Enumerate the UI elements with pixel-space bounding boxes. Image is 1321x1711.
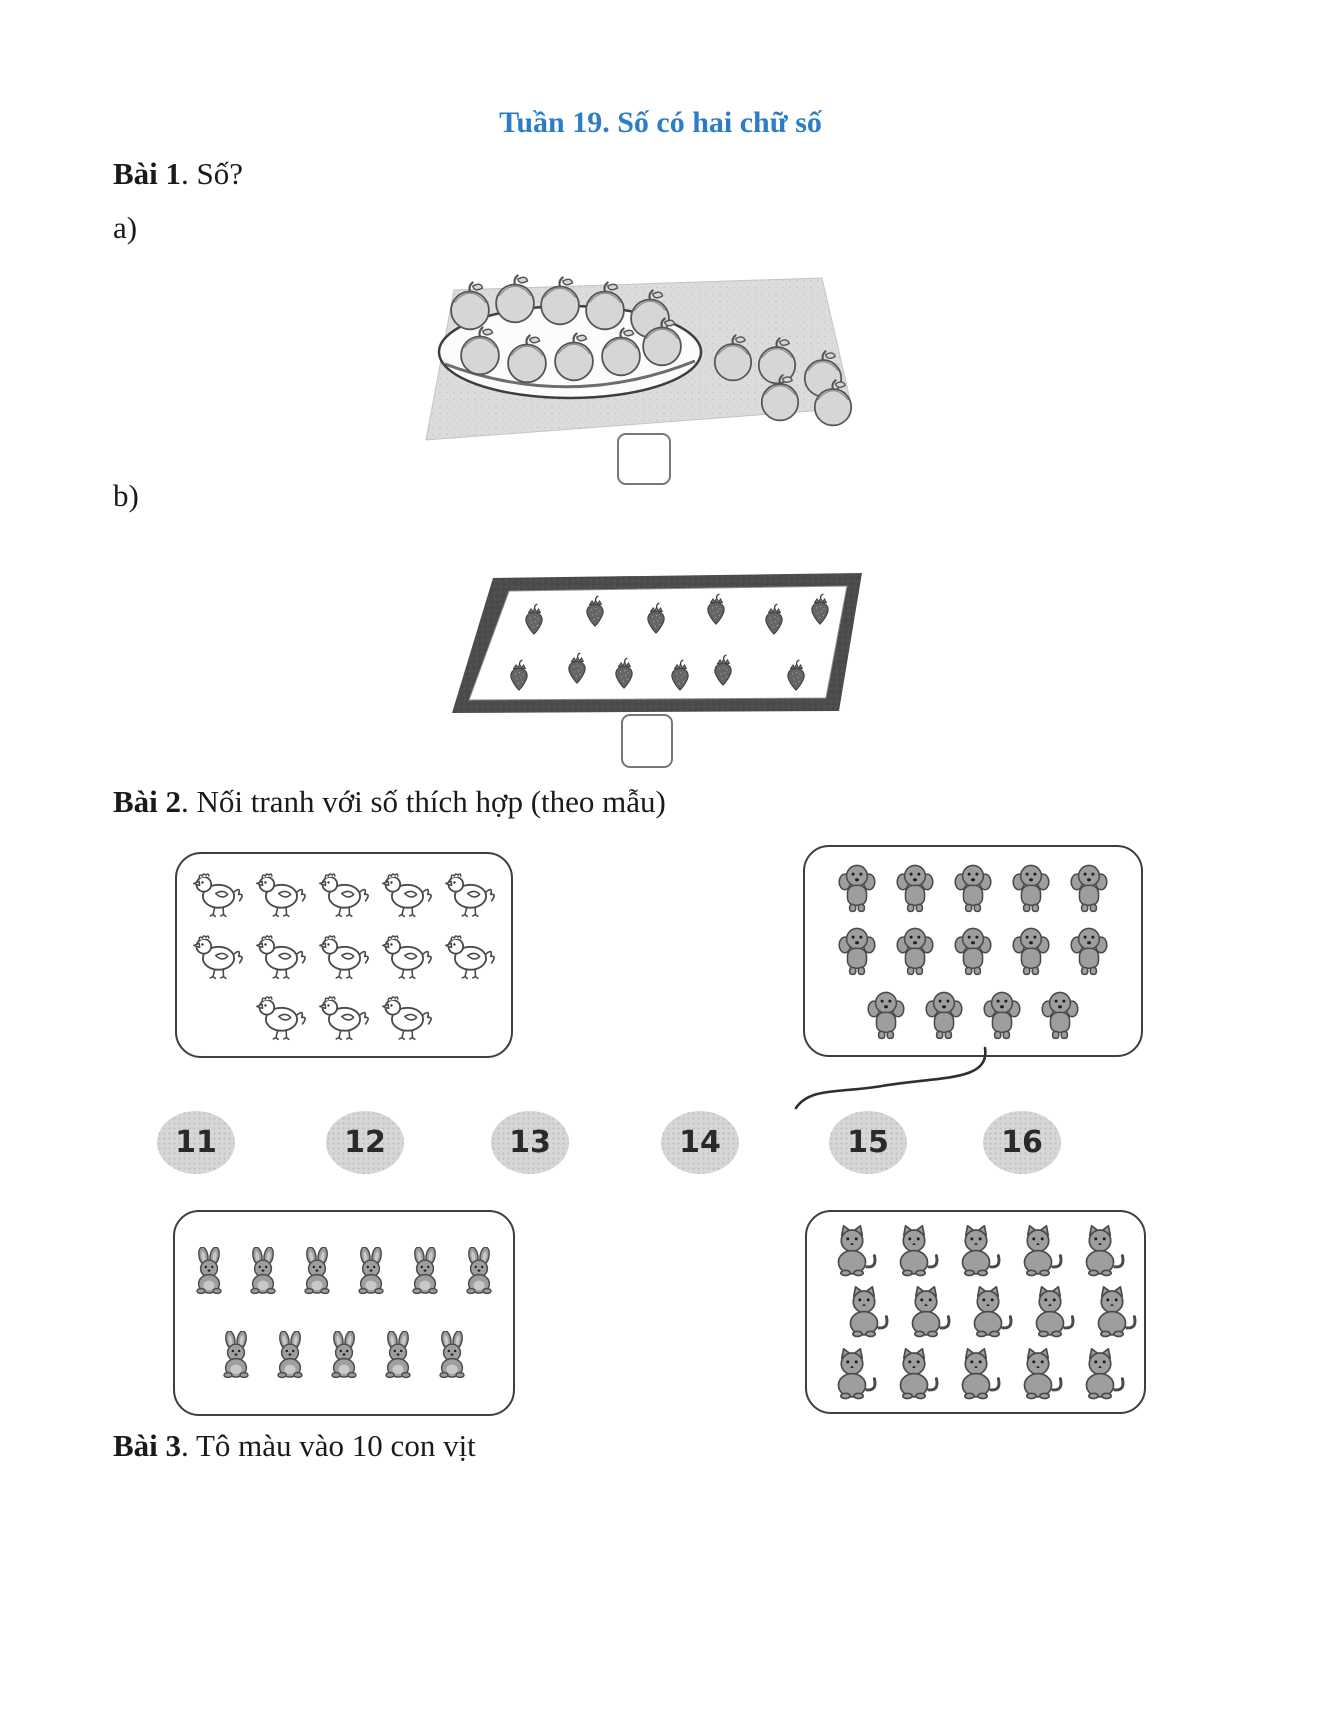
dog-icon [1005,859,1057,917]
exercise3-label: Bài 3 [113,1428,182,1463]
cat-icon [1072,1222,1128,1280]
exercise3-heading: Bài 3. Tô màu vào 10 con vịt [113,1428,476,1464]
rabbit-icon [428,1324,476,1386]
exercise1-label: Bài 1 [113,156,182,191]
number-oval-13[interactable]: 13 [491,1111,569,1174]
cat-icon [948,1345,1004,1403]
cat-icon [960,1283,1016,1341]
chicken-icon [253,866,310,921]
dog-icon [860,986,912,1044]
part-a-label: a) [113,210,138,245]
cat-icon [886,1222,942,1280]
cat-icon [1010,1222,1066,1280]
chicken-icon [316,989,373,1044]
chicken-icon [379,928,436,983]
rabbit-icon [212,1324,260,1386]
cat-icon [836,1283,892,1341]
chicken-icon [442,866,499,921]
picture-box-cats[interactable] [805,1210,1146,1414]
dog-icon [1005,922,1057,980]
dog-icon [889,922,941,980]
dog-icon [889,859,941,917]
strawberries-figure [452,573,862,713]
answer-box-a[interactable] [617,433,671,485]
rabbit-icon [347,1240,395,1302]
number-oval-14[interactable]: 14 [661,1111,739,1174]
cat-icon [1010,1345,1066,1403]
number-oval-15[interactable]: 15 [829,1111,907,1174]
dog-icon [976,986,1028,1044]
animal-row [185,1240,503,1302]
cat-icon [898,1283,954,1341]
rabbit-icon [239,1240,287,1302]
animal-row [253,989,436,1044]
chicken-icon [316,928,373,983]
animal-row [860,986,1086,1044]
dog-icon [1063,922,1115,980]
apples-figure [425,274,853,441]
animal-row [824,1222,1128,1280]
cat-icon [824,1222,880,1280]
animal-row [190,928,499,983]
animal-row [212,1324,476,1386]
dog-icon [831,859,883,917]
apple-icon [540,276,580,326]
rabbit-icon [320,1324,368,1386]
number-oval-12[interactable]: 12 [326,1111,404,1174]
rabbit-icon [185,1240,233,1302]
cat-icon [1072,1345,1128,1403]
chicken-icon [442,928,499,983]
animal-row [831,922,1115,980]
dog-icon [1063,859,1115,917]
animal-row [836,1283,1140,1341]
part-b-label: b) [113,478,139,513]
picture-box-rabbits[interactable] [173,1210,515,1416]
apple-icon [495,274,535,324]
chicken-icon [190,866,247,921]
picture-box-dogs[interactable] [803,845,1143,1057]
chicken-icon [316,866,373,921]
exercise3-prompt: . Tô màu vào 10 con vịt [181,1428,476,1463]
animal-row [190,866,499,921]
number-oval-16[interactable]: 16 [983,1111,1061,1174]
number-oval-11[interactable]: 11 [157,1111,235,1174]
example-connection-line [794,1046,987,1110]
exercise2-heading: Bài 2. Nối tranh với số thích hợp (theo … [113,784,666,820]
exercise1-prompt: . Số? [181,156,244,191]
cat-icon [948,1222,1004,1280]
chicken-icon [253,928,310,983]
dog-icon [1034,986,1086,1044]
rabbit-icon [374,1324,422,1386]
picture-box-chickens[interactable] [175,852,513,1058]
exercise1-heading: Bài 1. Số? [113,156,243,192]
chicken-icon [379,989,436,1044]
animal-row [824,1345,1128,1403]
rabbit-icon [401,1240,449,1302]
animal-row [831,859,1115,917]
chicken-icon [379,866,436,921]
cat-icon [886,1345,942,1403]
dog-icon [947,922,999,980]
dog-icon [918,986,970,1044]
rabbit-icon [266,1324,314,1386]
rabbit-icon [293,1240,341,1302]
dog-icon [831,922,883,980]
cat-icon [1084,1283,1140,1341]
cat-icon [1022,1283,1078,1341]
exercise2-prompt: . Nối tranh với số thích hợp (theo mẫu) [181,784,666,819]
chicken-icon [190,928,247,983]
rabbit-icon [455,1240,503,1302]
chicken-icon [253,989,310,1044]
exercise2-label: Bài 2 [113,784,182,819]
dog-icon [947,859,999,917]
answer-box-b[interactable] [621,714,673,768]
cat-icon [824,1345,880,1403]
page-title: Tuần 19. Số có hai chữ số [499,106,822,139]
